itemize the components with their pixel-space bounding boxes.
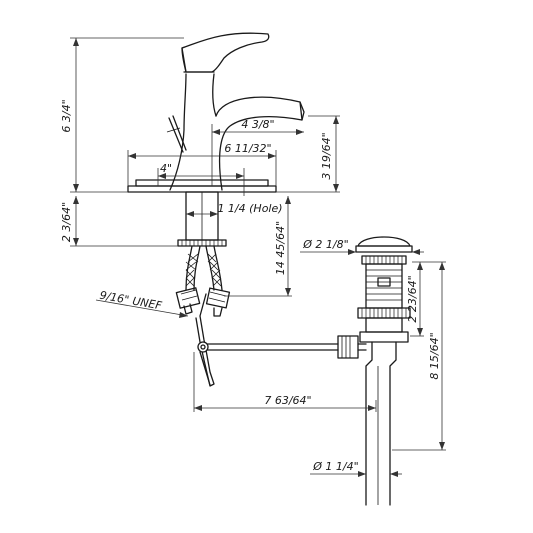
label-overall-height: 6 3/4": [60, 99, 73, 132]
label-supply-length: 14 45/64": [274, 221, 287, 275]
popup-drain: [197, 236, 413, 506]
label-base-thickness: 2 3/64": [60, 202, 73, 242]
label-base-half: 4": [160, 162, 172, 175]
dimension-lines: [70, 37, 446, 477]
label-drain-upper: 2 23/64": [406, 275, 419, 322]
base-plate: [127, 185, 277, 193]
label-tail-diameter: Ø 1 1/4": [312, 460, 358, 473]
label-hole: 1 1/4 (Hole): [217, 202, 282, 215]
clevis-clip: [197, 341, 209, 353]
faucet-body: [127, 32, 305, 247]
label-spout-height: 3 19/64": [320, 132, 333, 179]
label-drain-cap-diameter: Ø 2 1/8": [302, 238, 348, 251]
dimension-labels: 6 3/4" 2 3/64" 4 3/8" 3 19/64" 6 11/32" …: [60, 99, 441, 473]
label-drain-total: 8 15/64": [428, 332, 441, 379]
label-rod-length: 7 63/64": [264, 394, 311, 407]
label-spout-reach: 4 3/8": [241, 118, 274, 131]
label-thread: 9/16" UNEF: [99, 289, 164, 313]
supply-hoses: [175, 245, 231, 387]
label-base-width: 6 11/32": [224, 142, 271, 155]
